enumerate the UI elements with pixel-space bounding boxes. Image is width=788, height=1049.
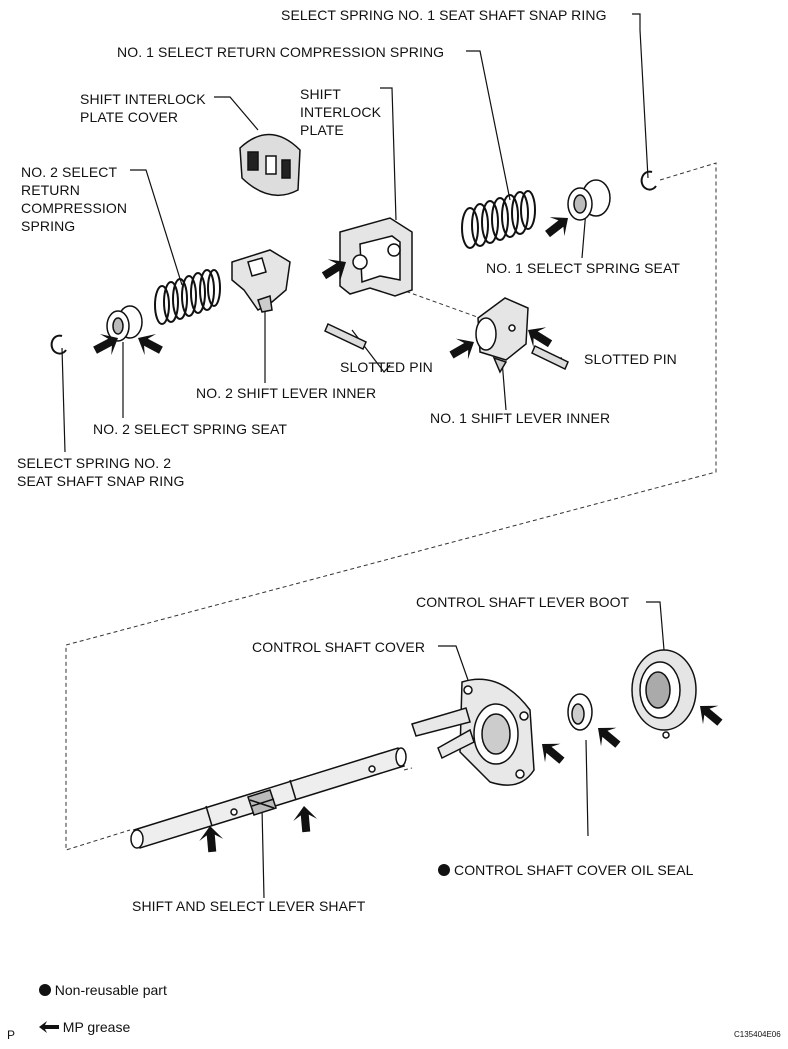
shift-interlock-plate [339,217,413,297]
label-control-shaft-cover: CONTROL SHAFT COVER [252,639,426,655]
label-no2-select-return-spring: NO. 2 SELECT RETURN COMPRESSION SPRING [21,164,128,234]
figure-code: C135404E06 [734,1030,781,1039]
slotted-pin-b [531,344,569,371]
legend-mp-grease: MP grease [31,1000,130,1036]
shift-interlock-plate-cover [239,133,301,197]
slotted-pin-a [324,322,367,351]
no2-shift-lever-inner [231,249,291,313]
label-select-spring-no1-snap-ring: SELECT SPRING NO. 1 SEAT SHAFT SNAP RING [281,7,607,23]
label-no1-select-spring-seat: NO. 1 SELECT SPRING SEAT [486,260,681,276]
no1-select-spring-seat [567,179,611,221]
control-shaft-cover-oil-seal [567,693,593,731]
filled-circle-icon [437,864,450,876]
label-control-shaft-lever-boot: CONTROL SHAFT LEVER BOOT [416,594,630,610]
label-select-spring-no2-snap-ring: SELECT SPRING NO. 2 SEAT SHAFT SNAP RING [17,455,185,489]
label-no2-select-spring-seat: NO. 2 SELECT SPRING SEAT [93,421,288,437]
snap-ring-no1 [640,170,657,191]
label-slotted-pin-a: SLOTTED PIN [340,359,433,375]
shift-select-lever-shaft [130,747,407,849]
label-shift-select-lever-shaft: SHIFT AND SELECT LEVER SHAFT [132,898,366,914]
label-shift-interlock-plate: SHIFT INTERLOCK PLATE [300,86,382,138]
snap-ring-no2 [50,334,67,355]
legend-non-reusable: Non-reusable part [31,963,167,999]
control-shaft-lever-boot [631,649,697,739]
page-letter: P [7,1028,16,1042]
label-no2-shift-lever-inner: NO. 2 SHIFT LEVER INNER [196,385,377,401]
legend-mp-grease-text: MP grease [62,1019,131,1035]
filled-circle-icon [38,984,51,996]
legend-non-reusable-text: Non-reusable part [54,982,167,998]
oil-seal-label-text: CONTROL SHAFT COVER OIL SEAL [453,862,694,878]
no1-select-return-spring [461,190,536,249]
label-control-shaft-cover-oil-seal: CONTROL SHAFT COVER OIL SEAL [430,843,694,879]
label-no1-shift-lever-inner: NO. 1 SHIFT LEVER INNER [430,410,611,426]
no2-select-return-spring [154,269,221,325]
label-no1-select-return-spring: NO. 1 SELECT RETURN COMPRESSION SPRING [117,44,445,60]
label-slotted-pin-b: SLOTTED PIN [584,351,677,367]
no1-shift-lever-inner [475,297,529,374]
black-arrow-icon [38,1021,59,1033]
label-shift-interlock-plate-cover: SHIFT INTERLOCK PLATE COVER [80,91,206,125]
grease-arrows [89,208,728,853]
no2-select-spring-seat [106,305,143,342]
control-shaft-cover [411,678,535,786]
